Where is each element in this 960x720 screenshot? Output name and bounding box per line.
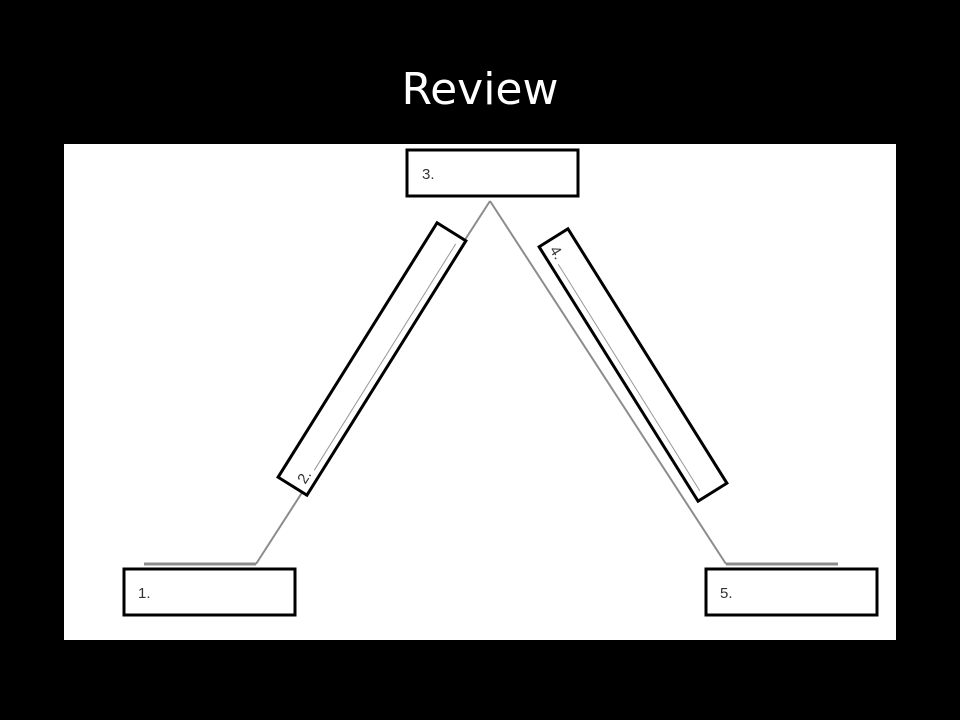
box-5[interactable]: 5. [704,567,879,617]
box-3-label: 3. [422,166,435,183]
box-2[interactable]: 2. [276,220,468,498]
box-4-blank-line [557,264,701,491]
box-2-blank-line [313,243,457,471]
box-1-label: 1. [138,585,151,602]
box-5-label: 5. [720,585,733,602]
freytag-pyramid-diagram: 3. 2. 4. 1. 5. [122,148,879,617]
slide-title: Review [401,64,559,115]
falling-line [489,200,727,565]
box-4[interactable]: 4. [537,226,729,504]
box-1[interactable]: 1. [122,567,297,617]
diagram-panel: 3. 2. 4. 1. 5. [64,144,896,640]
box-3[interactable]: 3. [405,148,580,198]
